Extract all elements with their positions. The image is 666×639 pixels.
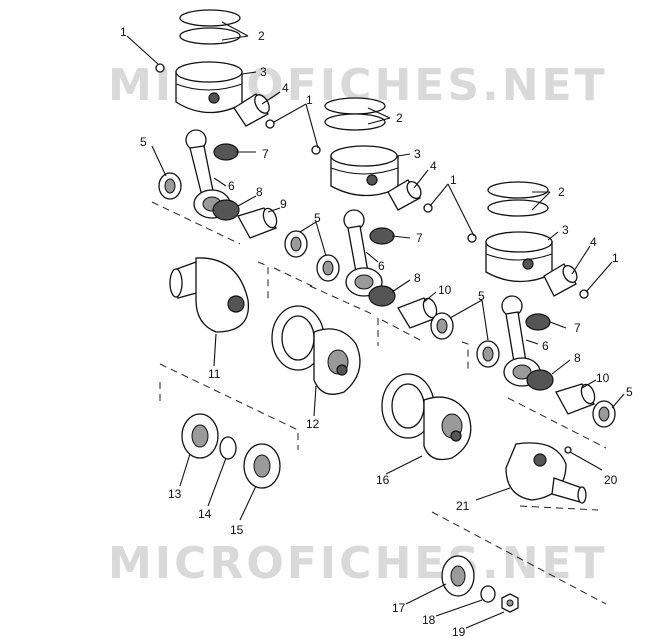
callout-8: 8: [574, 351, 581, 365]
piston-ring-top-3: [487, 181, 549, 217]
spacer-2: [397, 297, 438, 329]
callout-12: 12: [306, 417, 320, 431]
seal-left-2: [316, 254, 340, 282]
callout-5: 5: [478, 289, 485, 303]
seal-right-3: [592, 400, 616, 428]
piston-top-1: [175, 61, 243, 114]
callout-7: 7: [574, 321, 581, 335]
callout-1: 1: [306, 93, 313, 107]
callout-3: 3: [260, 65, 267, 79]
seal-right-2: [430, 312, 454, 340]
piston-top-3: [485, 231, 553, 283]
callout-2: 2: [558, 185, 565, 199]
callout-10: 10: [438, 283, 452, 297]
callout-17: 17: [392, 601, 406, 615]
circlip-3a: [467, 233, 477, 243]
callout-7: 7: [416, 231, 423, 245]
piston-pin-2: [387, 179, 422, 211]
callout-8: 8: [256, 185, 263, 199]
callout-14: 14: [198, 507, 212, 521]
needle-bearing-large-1: [212, 199, 240, 221]
connecting-rod-3: [501, 295, 541, 387]
callout-4: 4: [430, 159, 437, 173]
oil-seal-15: [243, 443, 281, 489]
piston-ring-top-2: [324, 97, 386, 131]
callout-13: 13: [168, 487, 182, 501]
nut-19: [501, 593, 519, 613]
callout-6: 6: [378, 259, 385, 273]
piston-ring-top-1: [179, 9, 241, 45]
callout-5: 5: [140, 135, 147, 149]
callout-7: 7: [262, 147, 269, 161]
callout-1: 1: [120, 25, 127, 39]
seal-left-3: [476, 340, 500, 368]
needle-bearing-small-3: [525, 313, 551, 331]
callout-6: 6: [228, 179, 235, 193]
circlip-1a: [155, 63, 165, 73]
needle-bearing-small-2: [369, 227, 395, 245]
alignment-lines: [151, 201, 607, 605]
callout-3: 3: [414, 147, 421, 161]
callout-11: 11: [208, 367, 221, 381]
leader-lines: [126, 21, 625, 629]
callout-4: 4: [590, 235, 597, 249]
callout-16: 16: [376, 473, 390, 487]
piston-pin-3: [543, 263, 578, 297]
seal-right-1: [284, 230, 308, 258]
callout-1: 1: [612, 251, 619, 265]
needle-bearing-large-3: [526, 369, 554, 391]
callout-1: 1: [450, 173, 457, 187]
snap-ring-14: [219, 436, 237, 460]
callout-20: 20: [604, 473, 618, 487]
callout-5: 5: [626, 385, 633, 399]
needle-bearing-large-2: [368, 285, 396, 307]
circlip-2a: [311, 145, 321, 155]
crankshaft-end-left: [169, 257, 250, 333]
main-bearing-13: [181, 413, 219, 459]
callout-21: 21: [456, 499, 470, 513]
crankshaft-flywheel-center: [271, 305, 361, 395]
spacer-3: [555, 383, 596, 415]
piston-top-2: [330, 145, 399, 197]
bearing-17: [441, 555, 475, 597]
circlip-1b: [265, 119, 275, 129]
callout-8: 8: [414, 271, 421, 285]
callout-6: 6: [542, 339, 549, 353]
callout-labels: 1 2 3 4 1 2 3 4 1 2 3 4 1 5 6 7 8 9 5 6 …: [120, 25, 633, 639]
callout-5: 5: [314, 211, 321, 225]
connecting-rod-2: [343, 209, 383, 297]
callout-2: 2: [396, 111, 403, 125]
watermark-bottom: MICROFICHES.NET: [108, 538, 608, 589]
callout-4: 4: [282, 81, 289, 95]
spacer-1: [237, 207, 278, 239]
needle-bearing-small-1: [213, 143, 239, 161]
crankshaft-end-right: [505, 442, 587, 504]
key-20: [564, 446, 572, 454]
seal-left-1: [158, 172, 182, 200]
callout-10: 10: [596, 371, 610, 385]
callout-3: 3: [562, 223, 569, 237]
callout-2: 2: [258, 29, 265, 43]
washer-18: [480, 585, 496, 603]
callout-19: 19: [452, 625, 466, 639]
callout-15: 15: [230, 523, 244, 537]
callout-9: 9: [280, 197, 287, 211]
callout-18: 18: [422, 613, 436, 627]
crankshaft-flywheel-right: [381, 373, 472, 461]
